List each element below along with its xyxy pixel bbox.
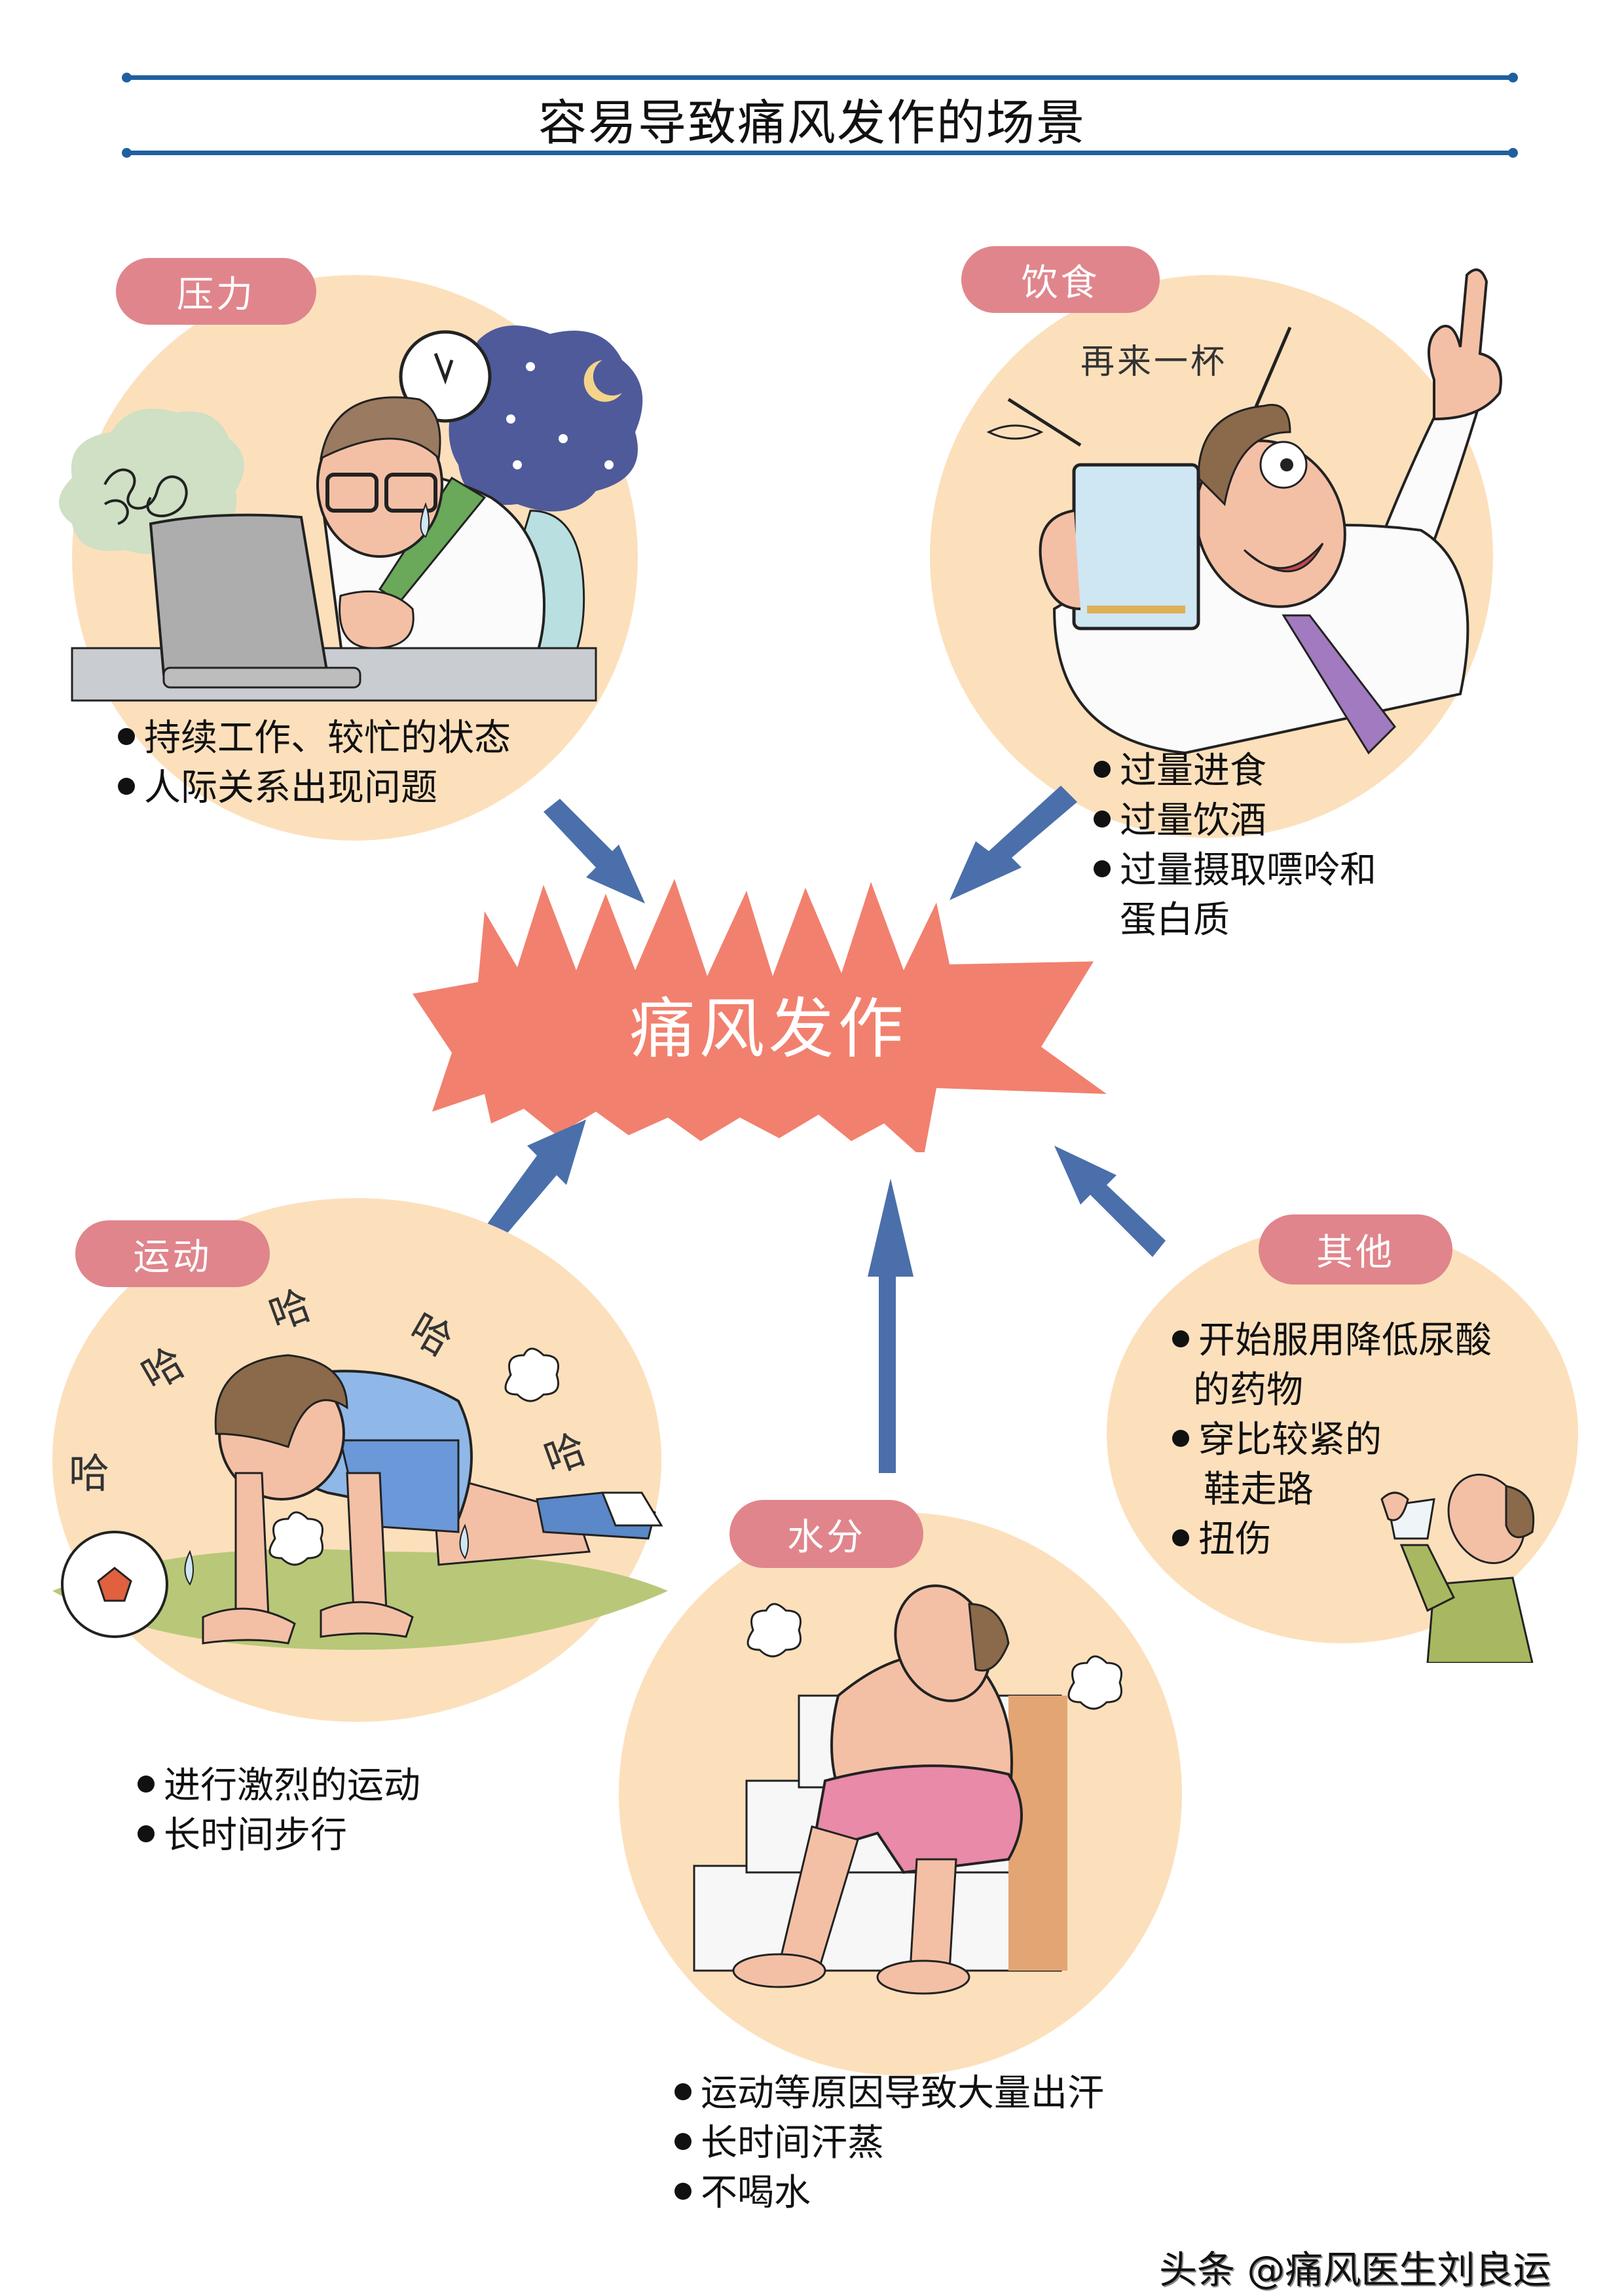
arrow-icon [1054, 1146, 1166, 1257]
water-tag: 水分 [729, 1500, 923, 1568]
list-item: 人际关系出现问题 [118, 763, 511, 813]
diet-bullet-list: 过量进食 过量饮酒 过量摄取嘌呤和 蛋白质 [1094, 746, 1376, 945]
list-item: 过量进食 [1094, 746, 1376, 796]
bullet-icon [674, 2083, 692, 2100]
bullet-text: 长时间步行 [164, 1814, 347, 1857]
list-item: 运动等原因导致大量出汗 [674, 2069, 1104, 2119]
stress-bullet-list: 持续工作、较忙的状态 人际关系出现问题 [118, 714, 511, 813]
exercise-tag-label: 运动 [133, 1235, 212, 1279]
list-item: 穿比较紧的 [1172, 1415, 1492, 1465]
bullet-text: 扭伤 [1198, 1518, 1272, 1561]
sound-effect-text: 哈 [69, 1449, 113, 1497]
bullet-text: 穿比较紧的 [1198, 1419, 1382, 1461]
starburst-icon [413, 879, 1107, 1152]
bullet-icon [1172, 1429, 1189, 1447]
bullet-icon [1094, 860, 1111, 877]
bullet-icon [118, 727, 135, 745]
page-title: 容易导致痛风发作的场景 [538, 95, 1086, 151]
overworked-man-at-computer-illustration [59, 325, 643, 702]
watermark: 头条 @痛风医生刘良运 [1159, 2248, 1551, 2292]
bullet-text: 人际关系出现问题 [144, 767, 437, 809]
bullet-icon [674, 2182, 692, 2200]
arrow-icon [950, 786, 1077, 900]
list-item: 不喝水 [674, 2168, 1104, 2218]
bullet-text: 的药物 [1193, 1369, 1303, 1412]
bullet-text: 鞋走路 [1204, 1468, 1314, 1511]
bullet-icon [1094, 810, 1111, 828]
list-item: 过量摄取嘌呤和 [1094, 846, 1376, 896]
list-item: 持续工作、较忙的状态 [118, 714, 511, 763]
stress-tag-label: 压力 [177, 273, 255, 316]
water-bullet-list: 运动等原因导致大量出汗 长时间汗蒸 不喝水 [674, 2069, 1104, 2218]
bullet-text: 过量进食 [1120, 750, 1266, 792]
bullet-text: 持续工作、较忙的状态 [144, 717, 511, 759]
diet-tag-label: 饮食 [1021, 261, 1100, 304]
list-item-continuation: 鞋走路 [1172, 1465, 1492, 1515]
list-item: 长时间汗蒸 [674, 2119, 1104, 2168]
bullet-icon [118, 777, 135, 795]
bullet-text: 不喝水 [701, 2172, 811, 2214]
list-item: 扭伤 [1172, 1515, 1492, 1565]
title-bottom-rule [122, 148, 1518, 158]
list-item-continuation: 的药物 [1172, 1366, 1492, 1415]
exhausted-soccer-player-illustration [52, 1347, 668, 1650]
bullet-text: 过量摄取嘌呤和 [1120, 849, 1376, 892]
bullet-icon [138, 1775, 155, 1793]
other-tag: 其他 [1259, 1214, 1452, 1285]
bullet-text: 进行激烈的运动 [164, 1764, 420, 1807]
list-item: 进行激烈的运动 [138, 1761, 420, 1811]
man-drinking-water-illustration [1380, 1473, 1535, 1663]
bullet-text: 开始服用降低尿酸 [1198, 1319, 1492, 1362]
bullet-icon [1094, 760, 1111, 778]
bullet-text: 蛋白质 [1120, 899, 1230, 941]
stress-tag: 压力 [116, 258, 316, 325]
arrow-icon [868, 1178, 913, 1473]
exercise-bullet-list: 进行激烈的运动 长时间步行 [138, 1761, 420, 1861]
man-drinking-beer-illustration [986, 268, 1502, 755]
diet-tag: 饮食 [961, 246, 1160, 313]
bullet-icon [1172, 1529, 1189, 1546]
other-bullet-list: 开始服用降低尿酸 的药物 穿比较紧的 鞋走路 扭伤 [1172, 1316, 1492, 1565]
water-tag-label: 水分 [787, 1516, 866, 1559]
list-item: 长时间步行 [138, 1811, 420, 1861]
list-item: 过量饮酒 [1094, 796, 1376, 846]
other-tag-label: 其他 [1316, 1231, 1395, 1274]
center-label: 痛风发作 [629, 991, 908, 1067]
speech-text: 再来一杯 [1080, 342, 1228, 382]
list-item: 开始服用降低尿酸 [1172, 1316, 1492, 1366]
bullet-icon [1172, 1330, 1189, 1347]
list-item-continuation: 蛋白质 [1094, 896, 1376, 945]
bullet-text: 长时间汗蒸 [701, 2122, 884, 2164]
bullet-text: 运动等原因导致大量出汗 [701, 2072, 1104, 2115]
bullet-icon [674, 2132, 692, 2150]
arrow-icon [544, 799, 645, 903]
title-top-rule [122, 73, 1518, 82]
bullet-text: 过量饮酒 [1120, 799, 1266, 842]
exercise-tag: 运动 [75, 1220, 270, 1287]
man-in-sauna-illustration [693, 1584, 1122, 1995]
arrow-icon [485, 1120, 586, 1241]
bullet-icon [138, 1825, 155, 1842]
